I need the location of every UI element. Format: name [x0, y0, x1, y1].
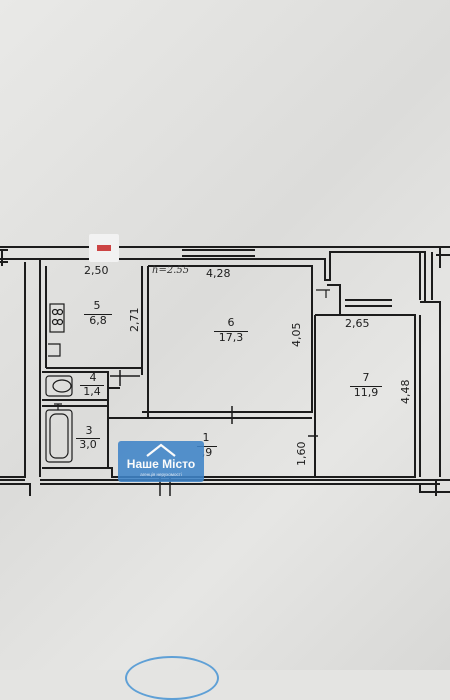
house-roof-icon [146, 443, 176, 457]
paper-background [0, 0, 450, 670]
bedroom-walls [314, 314, 416, 478]
watermark-logo: Наше Місто агенція нерухомості [118, 441, 204, 482]
dim-bedroom-depth: 4,48 [399, 379, 412, 405]
room-6-number: 6 [227, 316, 235, 329]
room-4-number: 4 [89, 371, 97, 384]
window-living [182, 249, 255, 257]
stamp-icon [89, 234, 119, 262]
bath-walls [42, 405, 109, 469]
room-1-number: 1 [202, 431, 210, 444]
room-5-area: 6,8 [84, 314, 112, 327]
balcony-wall [40, 251, 426, 302]
watermark-subtitle: агенція нерухомості [140, 472, 182, 477]
sink-icon [48, 343, 61, 357]
room-3-number: 3 [85, 424, 93, 437]
room-6-area: 17,3 [214, 331, 248, 344]
dim-living-width: 4,28 [206, 267, 231, 280]
room-7-number: 7 [362, 371, 370, 384]
stove-icon [49, 303, 65, 333]
dim-hall-depth: 1,60 [295, 441, 308, 467]
dim-kitchen-width: 2,50 [84, 264, 109, 277]
room-1-area: ,9 [197, 446, 217, 459]
living-room-walls [147, 265, 313, 413]
room-5-number: 5 [93, 299, 101, 312]
kitchen-wall [46, 266, 143, 375]
floor-plan [0, 246, 450, 496]
outer-wall-left-inner [0, 258, 41, 477]
left-neighbor-wall [0, 262, 26, 478]
hall-walls [108, 417, 315, 478]
watermark-title: Наше Місто [126, 457, 196, 471]
bathtub-icon [45, 409, 73, 463]
room-7-area: 11,9 [350, 386, 382, 399]
dim-bedroom-width: 2,65 [345, 317, 370, 330]
outer-wall-bottom [40, 479, 450, 485]
room-4-area: 1,4 [80, 385, 104, 398]
dim-kitchen-depth: 2,71 [128, 307, 141, 333]
room-3-area: 3,0 [76, 438, 100, 451]
dim-living-depth: 4,05 [290, 322, 303, 348]
handwritten-ceiling-height: h=2.55 [152, 265, 190, 276]
toilet-icon [45, 375, 73, 397]
seal-stamp-icon [125, 656, 219, 700]
window-bedroom [345, 299, 392, 307]
